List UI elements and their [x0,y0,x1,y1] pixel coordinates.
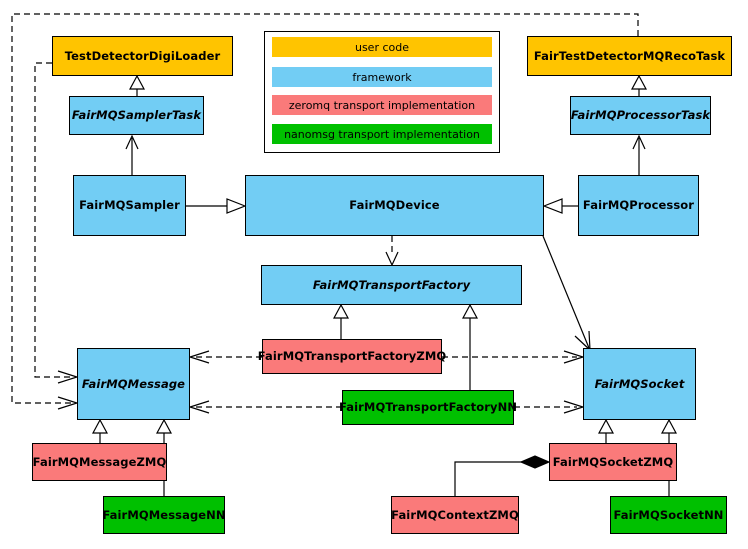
edge-tfnn-to-message [188,400,342,414]
class-label: FairMQDevice [349,198,440,213]
edge-sampler-to-device [186,198,247,214]
edge-tfzmq-to-socket [442,350,585,364]
edge-tfzmq-to-transportfactory [332,303,350,339]
legend-label-user-code: user code [354,40,410,54]
class-node-fairmqmessagezmq[interactable]: FairMQMessageZMQ [32,443,167,481]
edge-processortask-to-recotask [630,74,648,96]
class-node-fairmqsocketzmq[interactable]: FairMQSocketZMQ [549,443,677,481]
class-node-fairmqsocket[interactable]: FairMQSocket [583,348,696,420]
class-label: FairMQSocket [594,376,685,391]
class-label: FairMQProcessor [582,198,695,213]
class-node-fairmqsamplertask[interactable]: FairMQSamplerTask [69,96,204,135]
class-node-fairtestdetectormqrecotask[interactable]: FairTestDetectorMQRecoTask [527,36,732,76]
edge-processor-to-processortask [632,134,646,175]
class-node-fairmqmessagenn[interactable]: FairMQMessageNN [102,496,226,534]
edge-socketzmq-composes-contextzmq [454,455,551,496]
class-label: FairMQMessageNN [102,507,226,522]
class-node-testdetectordigiloader[interactable]: TestDetectorDigiLoader [52,36,233,76]
legend-label-framework: framework [352,70,412,84]
class-label: FairMQSocketZMQ [552,454,674,469]
edge-processor-to-device [542,198,578,214]
edge-socketzmq-to-socket [597,418,615,443]
legend-item-user-code: user code [272,37,492,57]
class-label: FairMQProcessorTask [570,108,711,123]
class-label: FairMQTransportFactoryZMQ [257,349,447,364]
edge-tfnn-to-socket [514,400,585,414]
legend-item-framework: framework [272,67,492,87]
class-node-fairmqtransportfactory[interactable]: FairMQTransportFactory [261,265,522,305]
edge-messagezmq-to-message [91,418,109,443]
edge-samplertask-to-digiloader [128,74,146,96]
class-label: FairMQMessageZMQ [32,454,167,469]
edge-device-to-transportfactory [385,236,399,267]
class-label: FairMQTransportFactoryNN [338,400,518,415]
class-label: FairMQContextZMQ [391,507,519,522]
class-label: FairMQSocketNN [613,507,724,522]
legend-label-nanomsg: nanomsg transport implementation [284,127,480,141]
class-node-fairmqprocessor[interactable]: FairMQProcessor [578,175,699,236]
edge-tfzmq-to-message [188,350,262,364]
class-node-fairmqsampler[interactable]: FairMQSampler [73,175,186,236]
class-label: TestDetectorDigiLoader [64,48,221,63]
class-node-fairmqtransportfactoryzmq[interactable]: FairMQTransportFactoryZMQ [258,339,446,374]
edge-device-to-socket [542,235,591,352]
class-label: FairMQSampler [79,198,180,213]
legend-item-zeromq: zeromq transport implementation [272,95,492,115]
class-node-fairmqmessage[interactable]: FairMQMessage [77,348,190,420]
class-label: FairMQTransportFactory [312,277,471,292]
edge-tfnn-to-transportfactory [461,303,479,390]
edge-sampler-to-samplertask [125,134,139,175]
legend-label-zeromq: zeromq transport implementation [288,98,476,112]
class-label: FairMQMessage [81,376,186,391]
class-node-fairmqsocketnn[interactable]: FairMQSocketNN [610,496,727,534]
class-label: FairMQSamplerTask [71,108,202,123]
class-node-fairmqdevice[interactable]: FairMQDevice [245,175,544,236]
class-node-fairmqcontextzmq[interactable]: FairMQContextZMQ [391,496,519,534]
class-label: FairTestDetectorMQRecoTask [533,48,726,63]
legend-item-nanomsg: nanomsg transport implementation [272,124,492,144]
class-node-fairmqtransportfactorynn[interactable]: FairMQTransportFactoryNN [338,390,518,425]
class-node-fairmqprocessortask[interactable]: FairMQProcessorTask [570,96,711,135]
